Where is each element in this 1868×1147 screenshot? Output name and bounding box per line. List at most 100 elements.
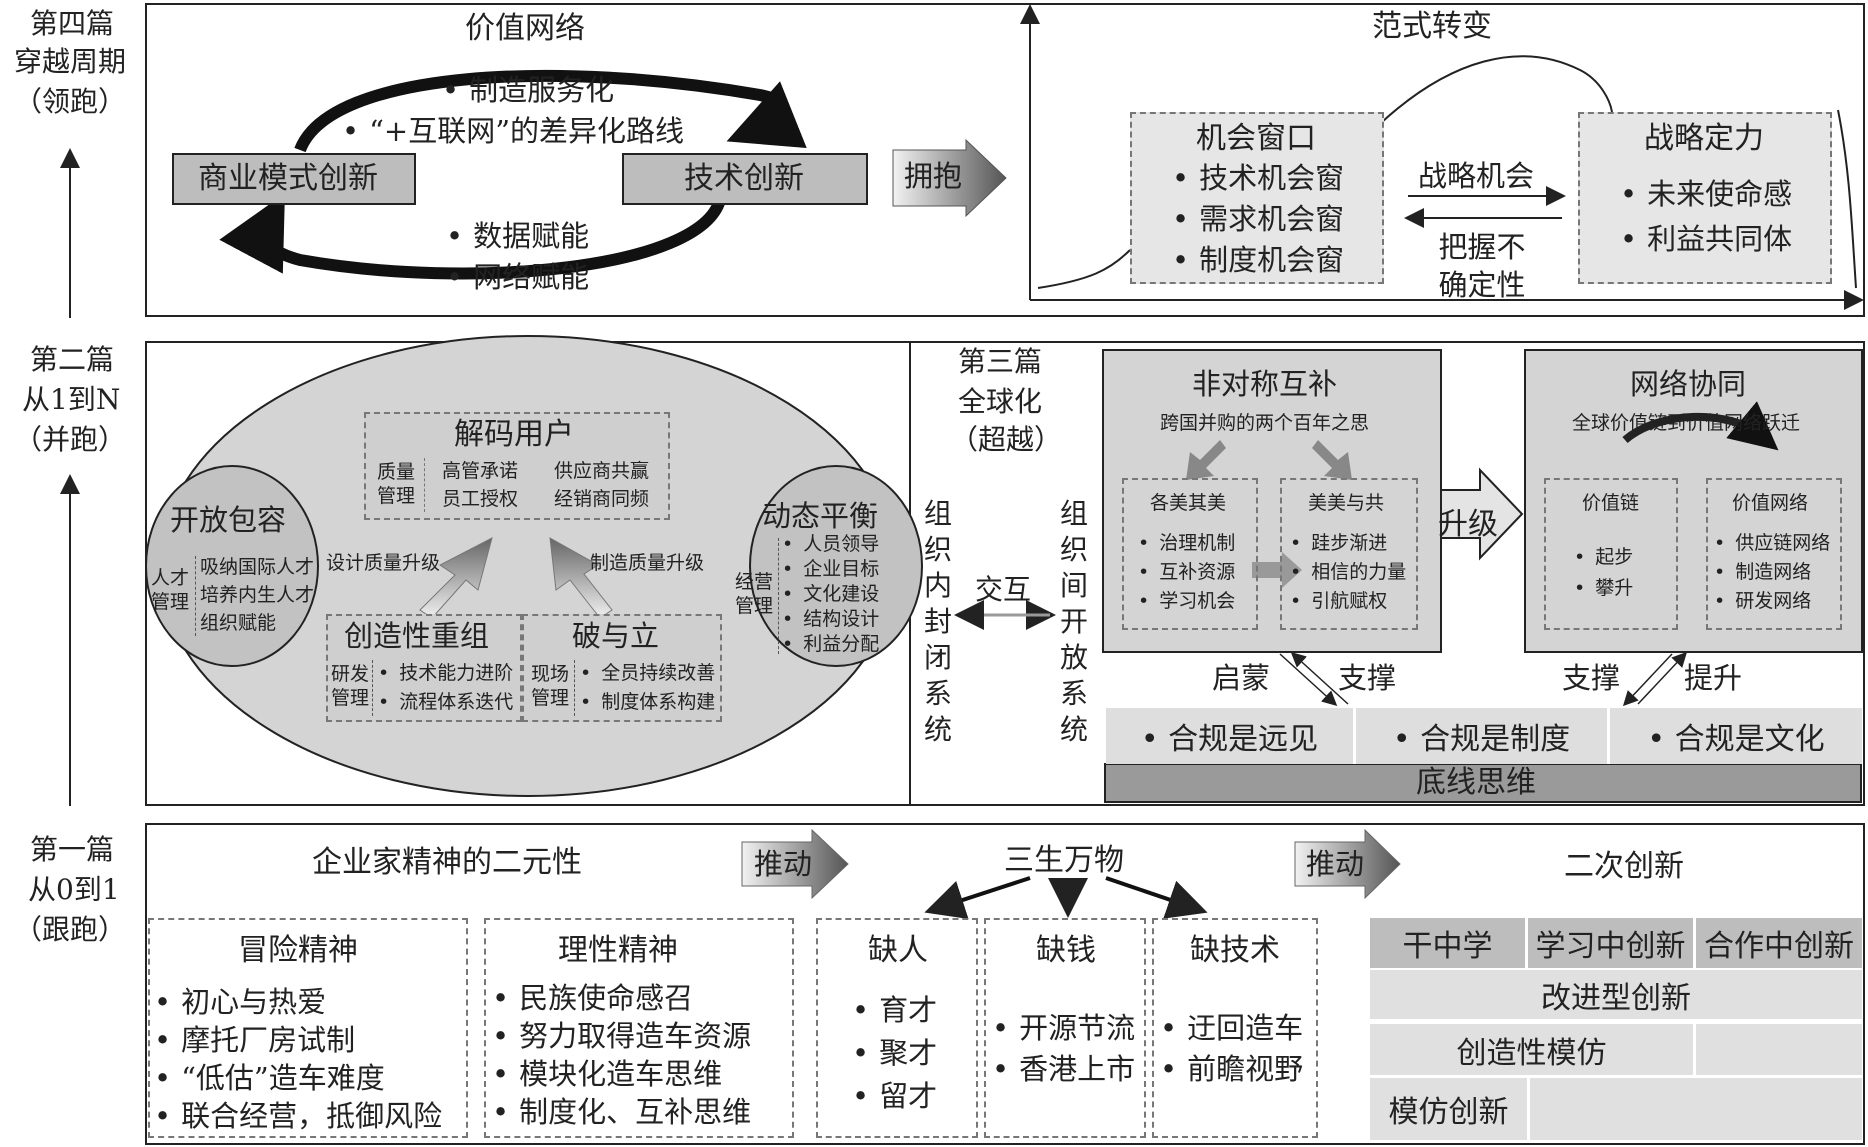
creative-item: 流程体系迭代 [378,693,513,712]
value-network-sub-list: 供应链网络 制造网络 研发网络 [1714,534,1830,611]
lack-money-item: 开源节流 [992,1014,1135,1043]
lack-money-item: 香港上市 [992,1055,1135,1084]
bottom-item: 数据赋能 [446,222,589,251]
support-arrow-a [1622,653,1673,707]
open-divider [195,556,196,636]
break-item: 全员持续改善 [580,664,715,683]
part3-label-1: 第三篇 [958,345,1043,378]
compliance-2: • 合规是制度 [1392,722,1571,757]
asym-left-list: 治理机制 互补资源 学习机会 [1138,534,1235,611]
lack-tech-list: 迂回造车 前瞻视野 [1160,1014,1303,1084]
creative-item: 技术能力进阶 [378,664,513,683]
adventure-item: 摩托厂房试制 [154,1026,442,1055]
innov-imitation: 模仿创新 [1370,1078,1530,1140]
part2-label-3: （并跑） [14,423,127,456]
support-label-1: 支撑 [1338,661,1397,695]
value-network-top-items: 制造服务化 “+互联网”的差异化路线 [369,76,684,146]
rational-item: 努力取得造车资源 [492,1022,751,1051]
push-arrow-2 [1294,828,1401,900]
decode-item: 供应商共赢 [554,460,650,482]
asym-right-item: 跬步渐进 [1290,534,1406,553]
innov-cooperative-innovation: 合作中创新 [1696,918,1862,968]
decode-item: 经销商同频 [554,488,650,510]
value-chain-title: 价值链 [1582,492,1640,514]
asym-right-title: 美美与共 [1308,492,1385,514]
adventure-item: 初心与热爱 [154,988,442,1017]
part3-label-2: 全球化 [958,385,1043,418]
push-label-2: 推动 [1306,847,1365,881]
asym-left-item: 学习机会 [1138,592,1235,611]
lack-people-item: 育才 [852,996,937,1025]
open-inclusive-title: 开放包容 [170,503,287,537]
three-arrow-right [1105,876,1208,919]
part4-frame [145,3,1865,317]
innov-creative-imitation: 创造性模仿 [1370,1024,1696,1078]
part4-label-1: 第四篇 [30,7,115,40]
grasp-uncertainty-label: 把握不确定性 [1438,230,1526,302]
lack-people-item: 留才 [852,1082,937,1111]
top-item: “+互联网”的差异化路线 [342,117,684,146]
value-chain-box [1544,478,1678,630]
window-item: 技术机会窗 [1172,164,1344,193]
window-item: 制度机会窗 [1172,246,1344,275]
part2-label-1: 第二篇 [30,343,115,376]
part4-label-3: （领跑） [14,85,127,118]
open-item: 组织赋能 [200,612,277,634]
part3-label-3: （超越） [950,423,1063,456]
decode-item: 员工授权 [442,488,519,510]
dynamic-item: 人员领导 [782,535,879,554]
business-model-label: 商业模式创新 [198,161,378,196]
bottom-line-label: 底线思维 [1416,765,1536,800]
asym-left-title: 各美其美 [1150,492,1227,514]
tech-innovation-box [622,153,868,205]
embrace-arrow [892,138,1007,218]
creative-divider [372,660,373,716]
lack-people-item: 聚才 [852,1039,937,1068]
innov-improvement: 改进型创新 [1370,970,1862,1022]
lift-label: 提升 [1684,661,1743,695]
lack-people-list: 育才 聚才 留才 [852,996,937,1111]
strategic-focus-list: 未来使命感 利益共同体 [1620,180,1792,254]
innov-learning-innovation: 学习中创新 [1528,918,1696,968]
rational-box [484,918,794,1138]
push-label-1: 推动 [754,847,813,881]
creative-side: 研发管理 [330,663,369,709]
second-innovation-title: 二次创新 [1564,849,1684,884]
adventure-item: “低估”造车难度 [154,1064,442,1093]
value-network-sub-item: 供应链网络 [1714,534,1830,553]
asym-right-arrow [1312,440,1352,480]
enlighten-arrow-b [1290,651,1349,705]
asym-right-item: 引航赋权 [1290,592,1406,611]
paradigm-title: 范式转变 [1372,9,1492,44]
lack-tech-item: 前瞻视野 [1160,1055,1303,1084]
dynamic-balance-side: 经营管理 [734,571,773,617]
bottom-item: 网络赋能 [446,263,589,292]
lack-people-box [816,918,978,1138]
compliance-3: • 合规是文化 [1647,722,1825,757]
decode-item: 高管承诺 [442,460,519,482]
three-arrow-left [924,876,1031,920]
value-network-title: 价值网络 [465,11,585,46]
asym-left-item: 互补资源 [1138,563,1235,582]
adventure-item: 联合经营，抵御风险 [154,1102,442,1131]
asym-left-item: 治理机制 [1138,534,1235,553]
part1-label-3: （跟跑） [14,913,127,946]
design-upgrade-arrow [419,537,493,619]
lack-tech-box [1152,918,1318,1138]
break-list: 全员持续改善 制度体系构建 [580,664,715,712]
open-circle [145,465,319,667]
strategy-item: 利益共同体 [1620,225,1792,254]
mfg-upgrade-label: 制造质量升级 [590,552,705,574]
adventure-box [148,918,468,1138]
dynamic-list: 人员领导 企业目标 文化建设 结构设计 利益分配 [782,535,879,654]
lack-money-title: 缺钱 [1036,933,1096,968]
value-network-sub-item: 制造网络 [1714,563,1830,582]
dynamic-item: 利益分配 [782,635,879,654]
opportunity-window-list: 技术机会窗 需求机会窗 制度机会窗 [1172,164,1344,275]
decode-divider [424,458,425,512]
support-arrow-b [1637,651,1688,705]
decode-user-title: 解码用户 [454,417,574,452]
decode-user-box [364,412,670,520]
network-curve-arrow [1622,401,1779,451]
value-chain-item: 攀升 [1574,579,1633,598]
